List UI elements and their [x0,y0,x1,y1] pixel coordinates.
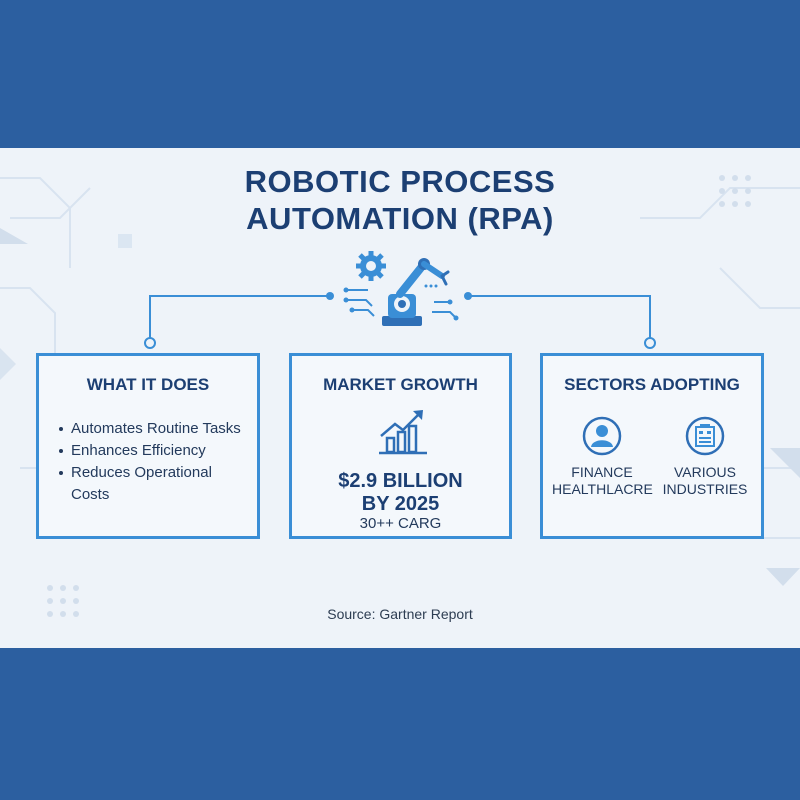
market-year: BY 2025 [361,493,440,515]
bottom-band [0,648,800,800]
top-band [0,0,800,148]
title-line-2: AUTOMATION (RPA) [246,201,554,236]
cagr-label: 30++ CARG [359,515,442,532]
list-item: Reduces Operational Costs [57,462,253,506]
building-icon [685,416,725,456]
market-growth-title: MARKET GROWTH [323,375,478,394]
gear-icon [356,251,386,281]
sectors-title: SECTORS ADOPTING [564,375,740,394]
title-line-1: ROBOTIC PROCESS [244,164,556,199]
sectors-adopting-card: SECTORS ADOPTING FINANCE HEALTHLACRE VAR… [540,353,764,539]
market-growth-card: MARKET GROWTH $2.9 BILLION BY 2025 30++ … [289,353,512,539]
sector-healthcare: HEALTHLACRE [552,481,653,497]
background-decoration [0,175,800,617]
market-value: $2.9 BILLION BY 2025 [292,470,509,516]
market-amount: $2.9 BILLION [338,470,463,492]
person-icon [582,416,622,456]
list-item: Automates Routine Tasks [57,418,253,440]
what-it-does-title: WHAT IT DOES [86,375,210,394]
page-title: ROBOTIC PROCESS AUTOMATION (RPA) [0,163,800,237]
various-industries-label: VARIOUS INDUSTRIES [655,464,755,498]
sector-industries: INDUSTRIES [662,481,748,497]
bar-chart-growth-icon [379,410,427,455]
feature-list: Automates Routine Tasks Enhances Efficie… [57,418,253,506]
finance-healthcare-label: FINANCE HEALTHLACRE [552,464,653,498]
infographic-panel: ROBOTIC PROCESS AUTOMATION (RPA) [0,148,800,648]
source-note: Source: Gartner Report [327,606,473,622]
what-it-does-card: WHAT IT DOES Automates Routine Tasks Enh… [36,353,260,539]
robotic-arm-icon [343,251,459,326]
sector-various: VARIOUS [674,464,736,480]
list-item: Enhances Efficiency [57,440,253,462]
sector-finance: FINANCE [571,464,633,480]
connector-lines [144,292,656,349]
